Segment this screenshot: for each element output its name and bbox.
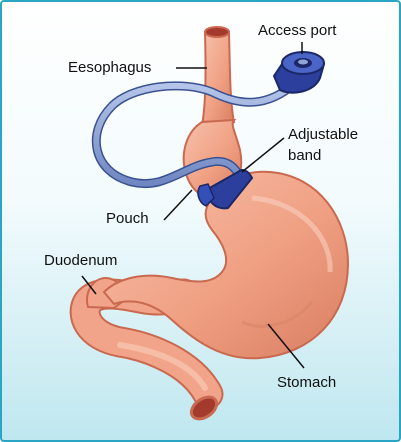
adjustable-band-label-line2: band: [288, 147, 321, 165]
adjustable-band-label-line1: Adjustable: [288, 126, 358, 144]
esophagus-opening: [205, 27, 229, 37]
pouch-label: Pouch: [106, 210, 149, 228]
duodenum-label: Duodenum: [44, 252, 117, 270]
esophagus: [202, 32, 234, 126]
access-port: [274, 52, 324, 93]
pouch-leader: [164, 190, 192, 220]
esophagus-label: Eesophagus: [68, 59, 151, 77]
stomach-label: Stomach: [277, 374, 336, 392]
access-port-label: Access port: [258, 22, 336, 40]
adjustable-band-leader: [242, 138, 284, 172]
